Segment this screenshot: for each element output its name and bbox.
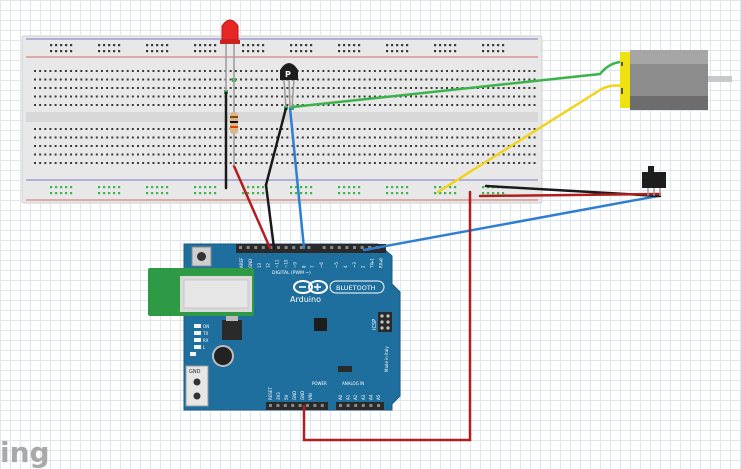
processor-chip [314, 318, 327, 331]
watermark-text: ing [0, 436, 50, 469]
digital-header-label: DIGITAL (PWM ~) [272, 270, 311, 276]
wire-yellow-motor [436, 84, 624, 194]
power-header [266, 402, 328, 410]
analog-header [336, 402, 384, 410]
wires [224, 60, 662, 442]
wire-blue-base [288, 106, 306, 250]
made-in-label: Made in Italy [384, 346, 389, 372]
power-pin-label: VIN [308, 393, 313, 400]
status-led-label: TX [202, 331, 208, 336]
analog-pin-label: A3 [361, 394, 366, 400]
power-pin-label: RESET [268, 387, 273, 400]
red-led-icon [220, 19, 240, 92]
capacitor-icon [212, 345, 234, 367]
wire-black-gnd [264, 183, 276, 250]
analog-header-label: ANALOG IN [342, 381, 364, 386]
digital-pin-label: 7 [310, 265, 315, 268]
power-header-label: POWER [312, 381, 327, 386]
digital-pin-label: 2 [361, 265, 366, 268]
wire-red-5v [302, 190, 472, 442]
digital-pin-label: GND [248, 259, 253, 268]
brand-label: Arduino [290, 295, 321, 304]
digital-pin-label: ~10 [284, 259, 289, 268]
wire-black-transistor [264, 106, 288, 187]
digital-header [236, 244, 386, 253]
power-pin-label: 3V3 [276, 392, 281, 400]
digital-pin-label: ~3 [352, 262, 357, 268]
power-pin-label: GND [300, 391, 305, 400]
regulator-chip [222, 320, 242, 340]
digital-pin-label: 4 [343, 265, 348, 268]
arduino-logo-icon [293, 280, 328, 294]
status-led-label: L [203, 345, 206, 350]
wire-blue-switch [362, 194, 660, 252]
analog-pin-label: A2 [353, 394, 358, 400]
digital-pin-label: TX▸1 [370, 258, 375, 269]
power-pin-label: GND [292, 391, 297, 400]
slide-switch-icon [642, 166, 666, 196]
breadboard-holes [34, 44, 536, 195]
status-led-label: ON [203, 324, 209, 329]
power-pin-label: 5V [284, 394, 289, 400]
resistor-icon [230, 80, 238, 166]
analog-pin-label: A0 [338, 394, 343, 400]
transistor-icon: P [280, 63, 298, 109]
bluetooth-label: BLUETOOTH [336, 284, 376, 292]
dc-motor-icon [620, 50, 732, 110]
digital-pin-label: 13 [257, 262, 262, 268]
arduino-board: Arduino BLUETOOTH DIGITAL (PWM ~) ON TX RX… [148, 243, 401, 411]
digital-pin-label: AREF [239, 257, 244, 268]
wire-green-motor [290, 60, 624, 109]
icsp-header [378, 312, 392, 332]
analog-pin-label: A5 [376, 394, 381, 400]
icsp-label: ICSP [372, 319, 378, 330]
digital-pin-label: 12 [266, 262, 271, 268]
digital-pin-label: ~11 [275, 259, 280, 268]
wire-red-pin13 [232, 164, 272, 250]
digital-pin-label: ~9 [292, 262, 297, 268]
digital-pin-label: 8 [301, 265, 306, 268]
analog-pin-label: A4 [368, 394, 373, 400]
gnd-label: GND [189, 369, 201, 375]
gnd-terminal [185, 365, 209, 407]
digital-pin-label: ~5 [334, 262, 339, 268]
status-led-label: RX [203, 338, 209, 343]
digital-pin-label: ~6 [319, 262, 324, 268]
digital-pin-label: RX◂0 [379, 257, 384, 268]
status-leds [190, 324, 201, 356]
analog-pin-label: A1 [346, 394, 351, 400]
transistor-label: P [285, 70, 291, 79]
wire-red-switch [478, 192, 662, 198]
